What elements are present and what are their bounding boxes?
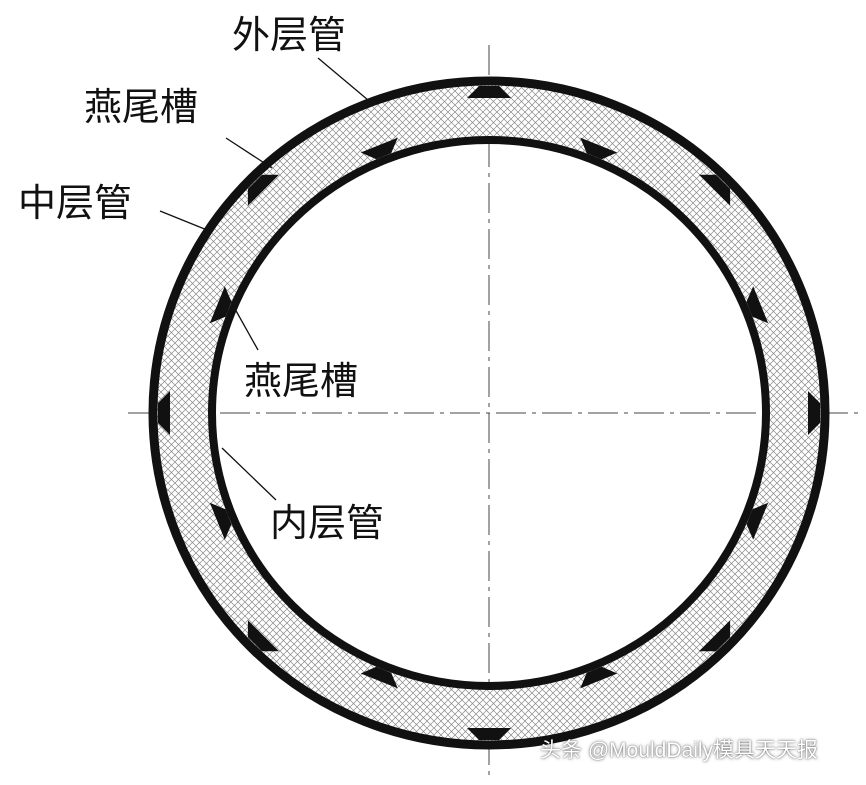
outer-pipe-ring xyxy=(148,76,830,750)
outer-dovetail-8 xyxy=(247,174,279,206)
inner-dovetail-5 xyxy=(580,666,618,689)
outer-dovetail-7 xyxy=(158,391,170,435)
watermark-handle: @MouldDaily模具天天报 xyxy=(587,739,819,762)
leader-dovetail-top xyxy=(225,137,273,169)
inner-dovetail-7 xyxy=(209,502,232,540)
inner-dovetail-1 xyxy=(360,137,398,160)
leader-middle-pipe xyxy=(159,210,213,233)
label-inner-pipe: 内层管 xyxy=(270,501,385,545)
inner-dovetail-group xyxy=(209,137,769,689)
inner-dovetail-2 xyxy=(580,137,618,160)
inner-dovetail-6 xyxy=(360,666,398,689)
watermark: 头条 @MouldDaily模具天天报 xyxy=(540,740,818,761)
inner-dovetail-3 xyxy=(746,286,769,324)
inner-dovetail-4 xyxy=(746,502,769,540)
label-dovetail-top: 燕尾槽 xyxy=(84,85,199,129)
watermark-prefix: 头条 xyxy=(540,739,582,762)
label-outer-pipe: 外层管 xyxy=(232,13,347,57)
outer-dovetail-6 xyxy=(247,620,279,652)
outer-dovetail-5 xyxy=(467,728,511,740)
outer-dovetail-4 xyxy=(699,620,731,652)
outer-dovetail-2 xyxy=(699,174,731,206)
leader-dovetail-inner xyxy=(229,299,259,351)
inner-pipe-ring xyxy=(208,136,770,690)
leader-inner-pipe xyxy=(221,447,277,501)
outer-dovetail-group xyxy=(158,86,820,740)
label-middle-pipe: 中层管 xyxy=(18,181,133,225)
outer-dovetail-3 xyxy=(808,391,820,435)
leader-outer-pipe xyxy=(317,57,369,101)
inner-dovetail-8 xyxy=(209,286,232,324)
outer-dovetail-1 xyxy=(467,86,511,98)
label-dovetail-inner: 燕尾槽 xyxy=(244,359,359,403)
